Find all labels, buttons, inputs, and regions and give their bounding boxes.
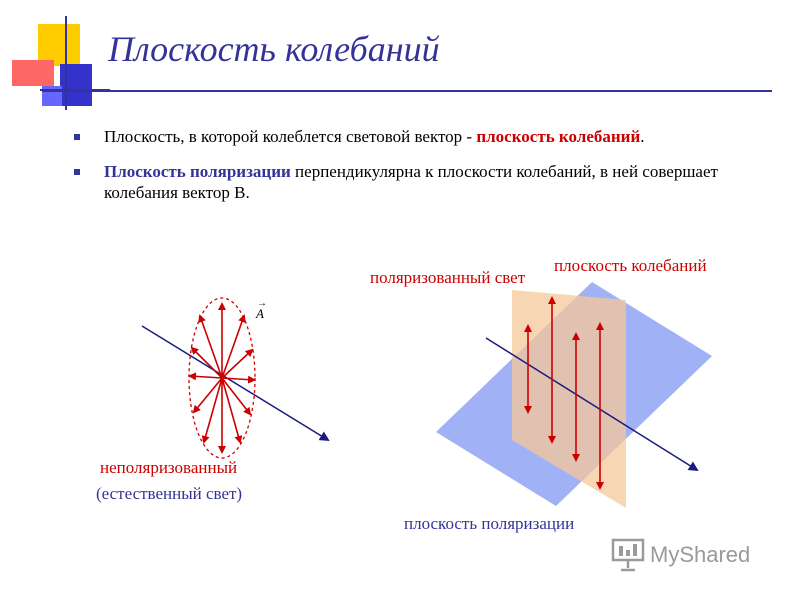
bullet-marker [74,169,80,175]
presentation-icon [611,538,645,572]
bullet-text: Плоскость, в которой колеблется световой… [104,127,477,146]
watermark-text: MyShared [650,542,751,567]
title-underline [42,90,772,92]
bullet-item: Плоскость поляризации перпендикулярна к … [72,161,772,203]
term-polarization-plane: Плоскость поляризации [104,162,291,181]
term-oscillation-plane: плоскость колебаний [476,127,641,146]
bullet-item: Плоскость, в которой колеблется световой… [72,126,772,147]
watermark: MyShared [610,536,780,576]
bullet-marker [74,134,80,140]
caption-unpolarized: неполяризованный [100,458,238,477]
label-polarized-light: поляризованный свет [370,268,526,287]
label-oscillation-plane: плоскость колебаний [554,256,707,275]
vector-a-label: → A [256,298,267,321]
field-vectors [188,302,256,454]
bullet-text: перпендикулярна к плоскости колебаний, в… [104,162,718,202]
label-polarization-plane: плоскость поляризации [404,514,575,533]
bullet-text-end: . [640,127,645,146]
oscillation-plane [512,290,626,508]
propagation-axis-right [485,337,699,472]
propagation-axis-left [141,325,330,442]
slide-title: Плоскость колебаний [108,29,440,69]
polarized-vectors [524,296,604,490]
bullet-list: Плоскость, в которой колеблется световой… [72,126,772,217]
caption-natural-light: (естественный свет) [96,484,243,503]
